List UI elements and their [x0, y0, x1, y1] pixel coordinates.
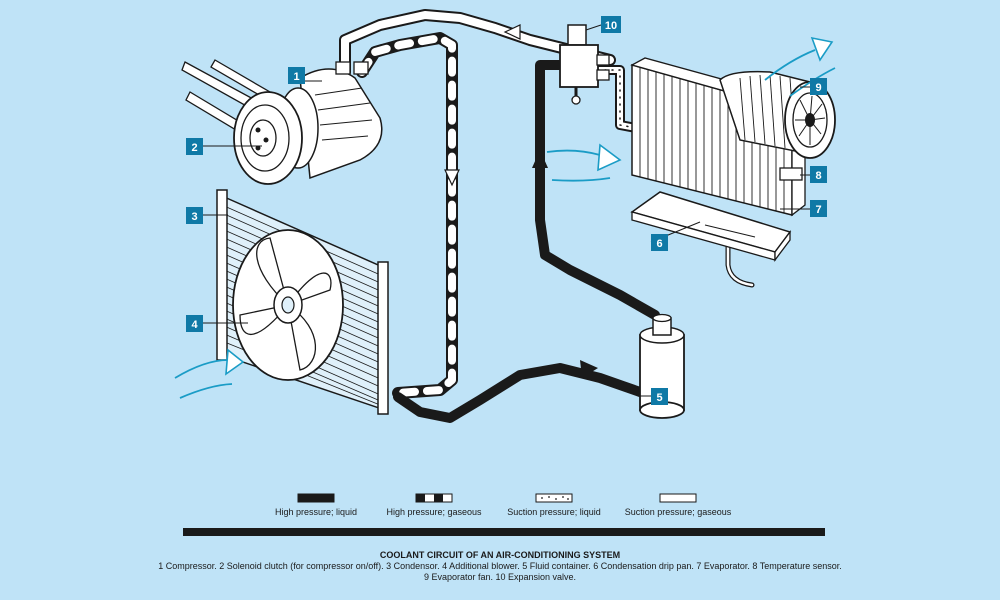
additional-blower [232, 229, 344, 381]
svg-text:9: 9 [815, 82, 821, 94]
badge-2: 2 [186, 138, 203, 155]
badge-4: 4 [186, 315, 203, 332]
caption-line-2: 9 Evaporator fan. 10 Expansion valve. [423, 572, 577, 582]
svg-text:5: 5 [656, 392, 662, 404]
badge-6: 6 [651, 234, 668, 251]
fluid-container [639, 313, 685, 419]
svg-text:Suction pressure; liquid: Suction pressure; liquid [507, 507, 601, 517]
airflow-arrow-evaporator [546, 149, 601, 156]
compressor [181, 59, 383, 185]
svg-text:High pressure; liquid: High pressure; liquid [275, 507, 357, 517]
badge-1: 1 [288, 67, 305, 84]
airflow-arrow-condenser [174, 359, 229, 379]
caption-line-1: 1 Compressor. 2 Solenoid clutch (for com… [158, 561, 842, 571]
svg-text:4: 4 [191, 319, 198, 331]
svg-text:7: 7 [815, 204, 821, 216]
badge-9: 9 [810, 78, 827, 95]
legend-item-suction-gaseous: Suction pressure; gaseous [625, 493, 732, 517]
airflow-arrow-outlet [764, 49, 816, 81]
badge-3: 3 [186, 207, 203, 224]
caption-divider [183, 528, 825, 536]
legend-item-suction-liquid: Suction pressure; liquid [507, 493, 601, 517]
legend-item-high-gaseous: High pressure; gaseous [386, 493, 482, 517]
svg-text:High pressure; gaseous: High pressure; gaseous [386, 507, 482, 517]
badge-10: 10 [601, 16, 621, 33]
legend: High pressure; liquid High pressure; gas… [275, 493, 732, 517]
legend-item-high-liquid: High pressure; liquid [275, 493, 357, 517]
badge-7: 7 [810, 200, 827, 217]
svg-text:6: 6 [656, 238, 662, 250]
svg-text:10: 10 [605, 20, 617, 32]
drip-pan [630, 191, 792, 262]
pipe-flow-arrows [444, 24, 598, 378]
badge-8: 8 [810, 166, 827, 183]
caption-title: COOLANT CIRCUIT OF AN AIR-CONDITIONING S… [379, 550, 621, 560]
svg-text:8: 8 [815, 170, 821, 182]
airflow-arrows [174, 36, 836, 399]
svg-text:3: 3 [191, 211, 197, 223]
svg-text:2: 2 [191, 142, 197, 154]
svg-text:Suction pressure; gaseous: Suction pressure; gaseous [625, 507, 732, 517]
leader-lines [203, 24, 810, 397]
badge-5: 5 [651, 388, 668, 405]
caption: COOLANT CIRCUIT OF AN AIR-CONDITIONING S… [150, 550, 850, 583]
svg-text:1: 1 [293, 71, 299, 83]
evaporator-fan [719, 70, 836, 159]
expansion-valve [559, 24, 610, 105]
